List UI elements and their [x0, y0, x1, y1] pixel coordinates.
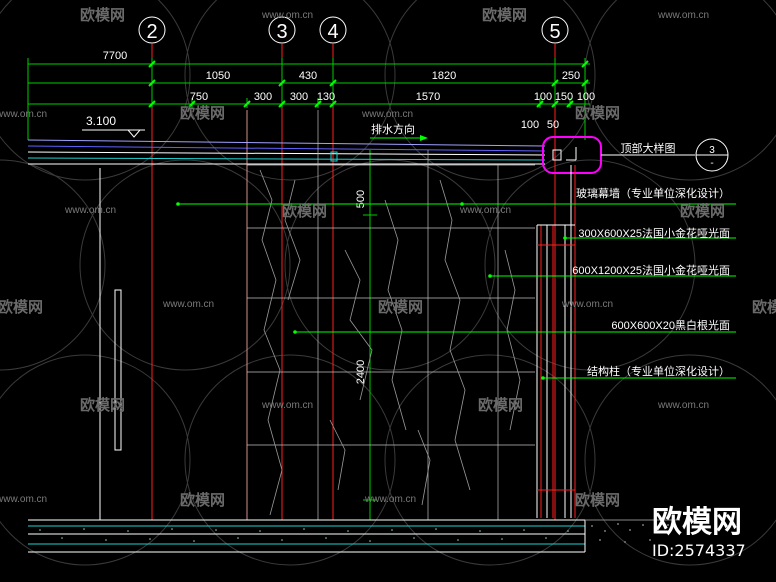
drain-label: 排水方向 — [371, 122, 415, 136]
dimension-ticks — [148, 60, 589, 108]
callout-number: 3 — [709, 145, 715, 156]
axis-bubble-4: 4 — [319, 16, 347, 44]
dim-300a: 300 — [254, 91, 272, 103]
watermark-brand: 欧模网 — [378, 298, 423, 316]
dim-100a: 100 — [534, 91, 552, 103]
dim-430: 430 — [299, 70, 317, 82]
watermark-brand: 欧模网 — [680, 202, 725, 220]
logo-brand: 欧模网 — [652, 505, 742, 540]
watermark-url: www.om.cn — [561, 299, 613, 310]
floor-slab — [28, 519, 680, 553]
watermark-url: www.om.cn — [0, 494, 47, 505]
detail-callout: 顶部大样图 3 - — [542, 136, 729, 174]
drain-direction: 排水方向 — [370, 122, 428, 141]
annotation-stone-600x1200: 600X1200X25法国小金花哑光面 — [572, 263, 730, 277]
axis-label-2: 2 — [146, 21, 157, 43]
dim-1570: 1570 — [416, 91, 440, 103]
dim-130: 130 — [317, 91, 335, 103]
dim-1050: 1050 — [206, 70, 230, 82]
marble-veins — [259, 169, 521, 516]
dim-100c: 100 — [521, 119, 539, 131]
level-text: 3.100 — [86, 114, 116, 128]
dim-250: 250 — [562, 70, 580, 82]
callout-label: 顶部大样图 — [621, 141, 676, 155]
callout-sub: - — [710, 158, 713, 169]
dim-500: 500 — [355, 190, 367, 208]
watermark-url: www.om.cn — [657, 10, 709, 21]
watermark-urls: www.om.cn www.om.cn www.om.cn www.om.cn … — [0, 10, 709, 505]
watermark-url: www.om.cn — [657, 400, 709, 411]
dim-50: 50 — [547, 119, 559, 131]
watermark-url: www.om.cn — [261, 400, 313, 411]
left-elements — [99, 168, 122, 520]
floor-hatch — [39, 528, 569, 542]
dim-100b: 100 — [577, 91, 595, 103]
annotation-glass-curtain: 玻璃幕墙（专业单位深化设计） — [576, 186, 730, 200]
watermark-brand: 欧模网 — [80, 6, 125, 24]
watermark-circles — [0, 0, 776, 566]
axis-label-4: 4 — [327, 21, 338, 43]
watermark-brand: 欧模网 — [575, 104, 620, 122]
watermark-url: www.om.cn — [364, 494, 416, 505]
annotations: 玻璃幕墙（专业单位深化设计） 300X600X25法国小金花哑光面 600X12… — [572, 186, 730, 378]
watermark-brand: 欧模网 — [80, 396, 125, 414]
annotation-stone-300x600: 300X600X25法国小金花哑光面 — [578, 226, 730, 240]
watermark-url: www.om.cn — [261, 10, 313, 21]
roof-slab — [27, 139, 546, 165]
watermark-brand: 欧模网 — [180, 104, 225, 122]
watermark-url: www.om.cn — [64, 205, 116, 216]
watermark-url: www.om.cn — [459, 205, 511, 216]
level-mark: 3.100 — [82, 114, 145, 138]
leader-lines — [178, 203, 736, 379]
dim-750: 750 — [190, 91, 208, 103]
watermark-brand: 欧模网 — [282, 202, 327, 220]
axis-label-5: 5 — [549, 21, 560, 43]
axis-bubble-2: 2 — [138, 16, 166, 44]
watermark-brand: 欧模网 — [575, 491, 620, 509]
dimension-texts: 7700 1050 430 1820 250 750 300 300 130 1… — [103, 50, 595, 384]
corner-logo: 欧模网 ID:2574337 — [652, 505, 746, 560]
watermark-brands: 欧模网 欧模网 欧模网 欧模网 欧模网 欧模网 欧模网 欧模网 欧模网 欧模网 … — [0, 6, 776, 509]
axis-bubble-3: 3 — [268, 16, 296, 44]
watermark-url: www.om.cn — [361, 109, 413, 120]
axis-label-3: 3 — [276, 21, 287, 43]
watermark-brand: 欧模网 — [478, 396, 523, 414]
dim-1820: 1820 — [432, 70, 456, 82]
leader-dots — [176, 202, 567, 380]
axis-bubble-5: 5 — [541, 16, 569, 44]
watermark-brand: 欧模网 — [482, 6, 527, 24]
annotation-structural-column: 结构柱（专业单位深化设计） — [587, 364, 730, 378]
logo-id: ID:2574337 — [652, 541, 746, 560]
dim-total: 7700 — [103, 50, 127, 62]
gravel-hatch — [591, 523, 669, 543]
dim-150: 150 — [555, 91, 573, 103]
watermark-url: www.om.cn — [0, 109, 47, 120]
dim-300b: 300 — [290, 91, 308, 103]
curtain-wall-section — [536, 165, 576, 518]
watermark-url: www.om.cn — [162, 299, 214, 310]
watermark-brand: 欧模网 — [180, 491, 225, 509]
dimension-lines — [27, 58, 590, 520]
watermark-brand: 欧模网 — [752, 298, 776, 316]
watermark-brand: 欧模网 — [0, 298, 43, 316]
annotation-stone-600x600: 600X600X20黑白根光面 — [611, 318, 730, 332]
